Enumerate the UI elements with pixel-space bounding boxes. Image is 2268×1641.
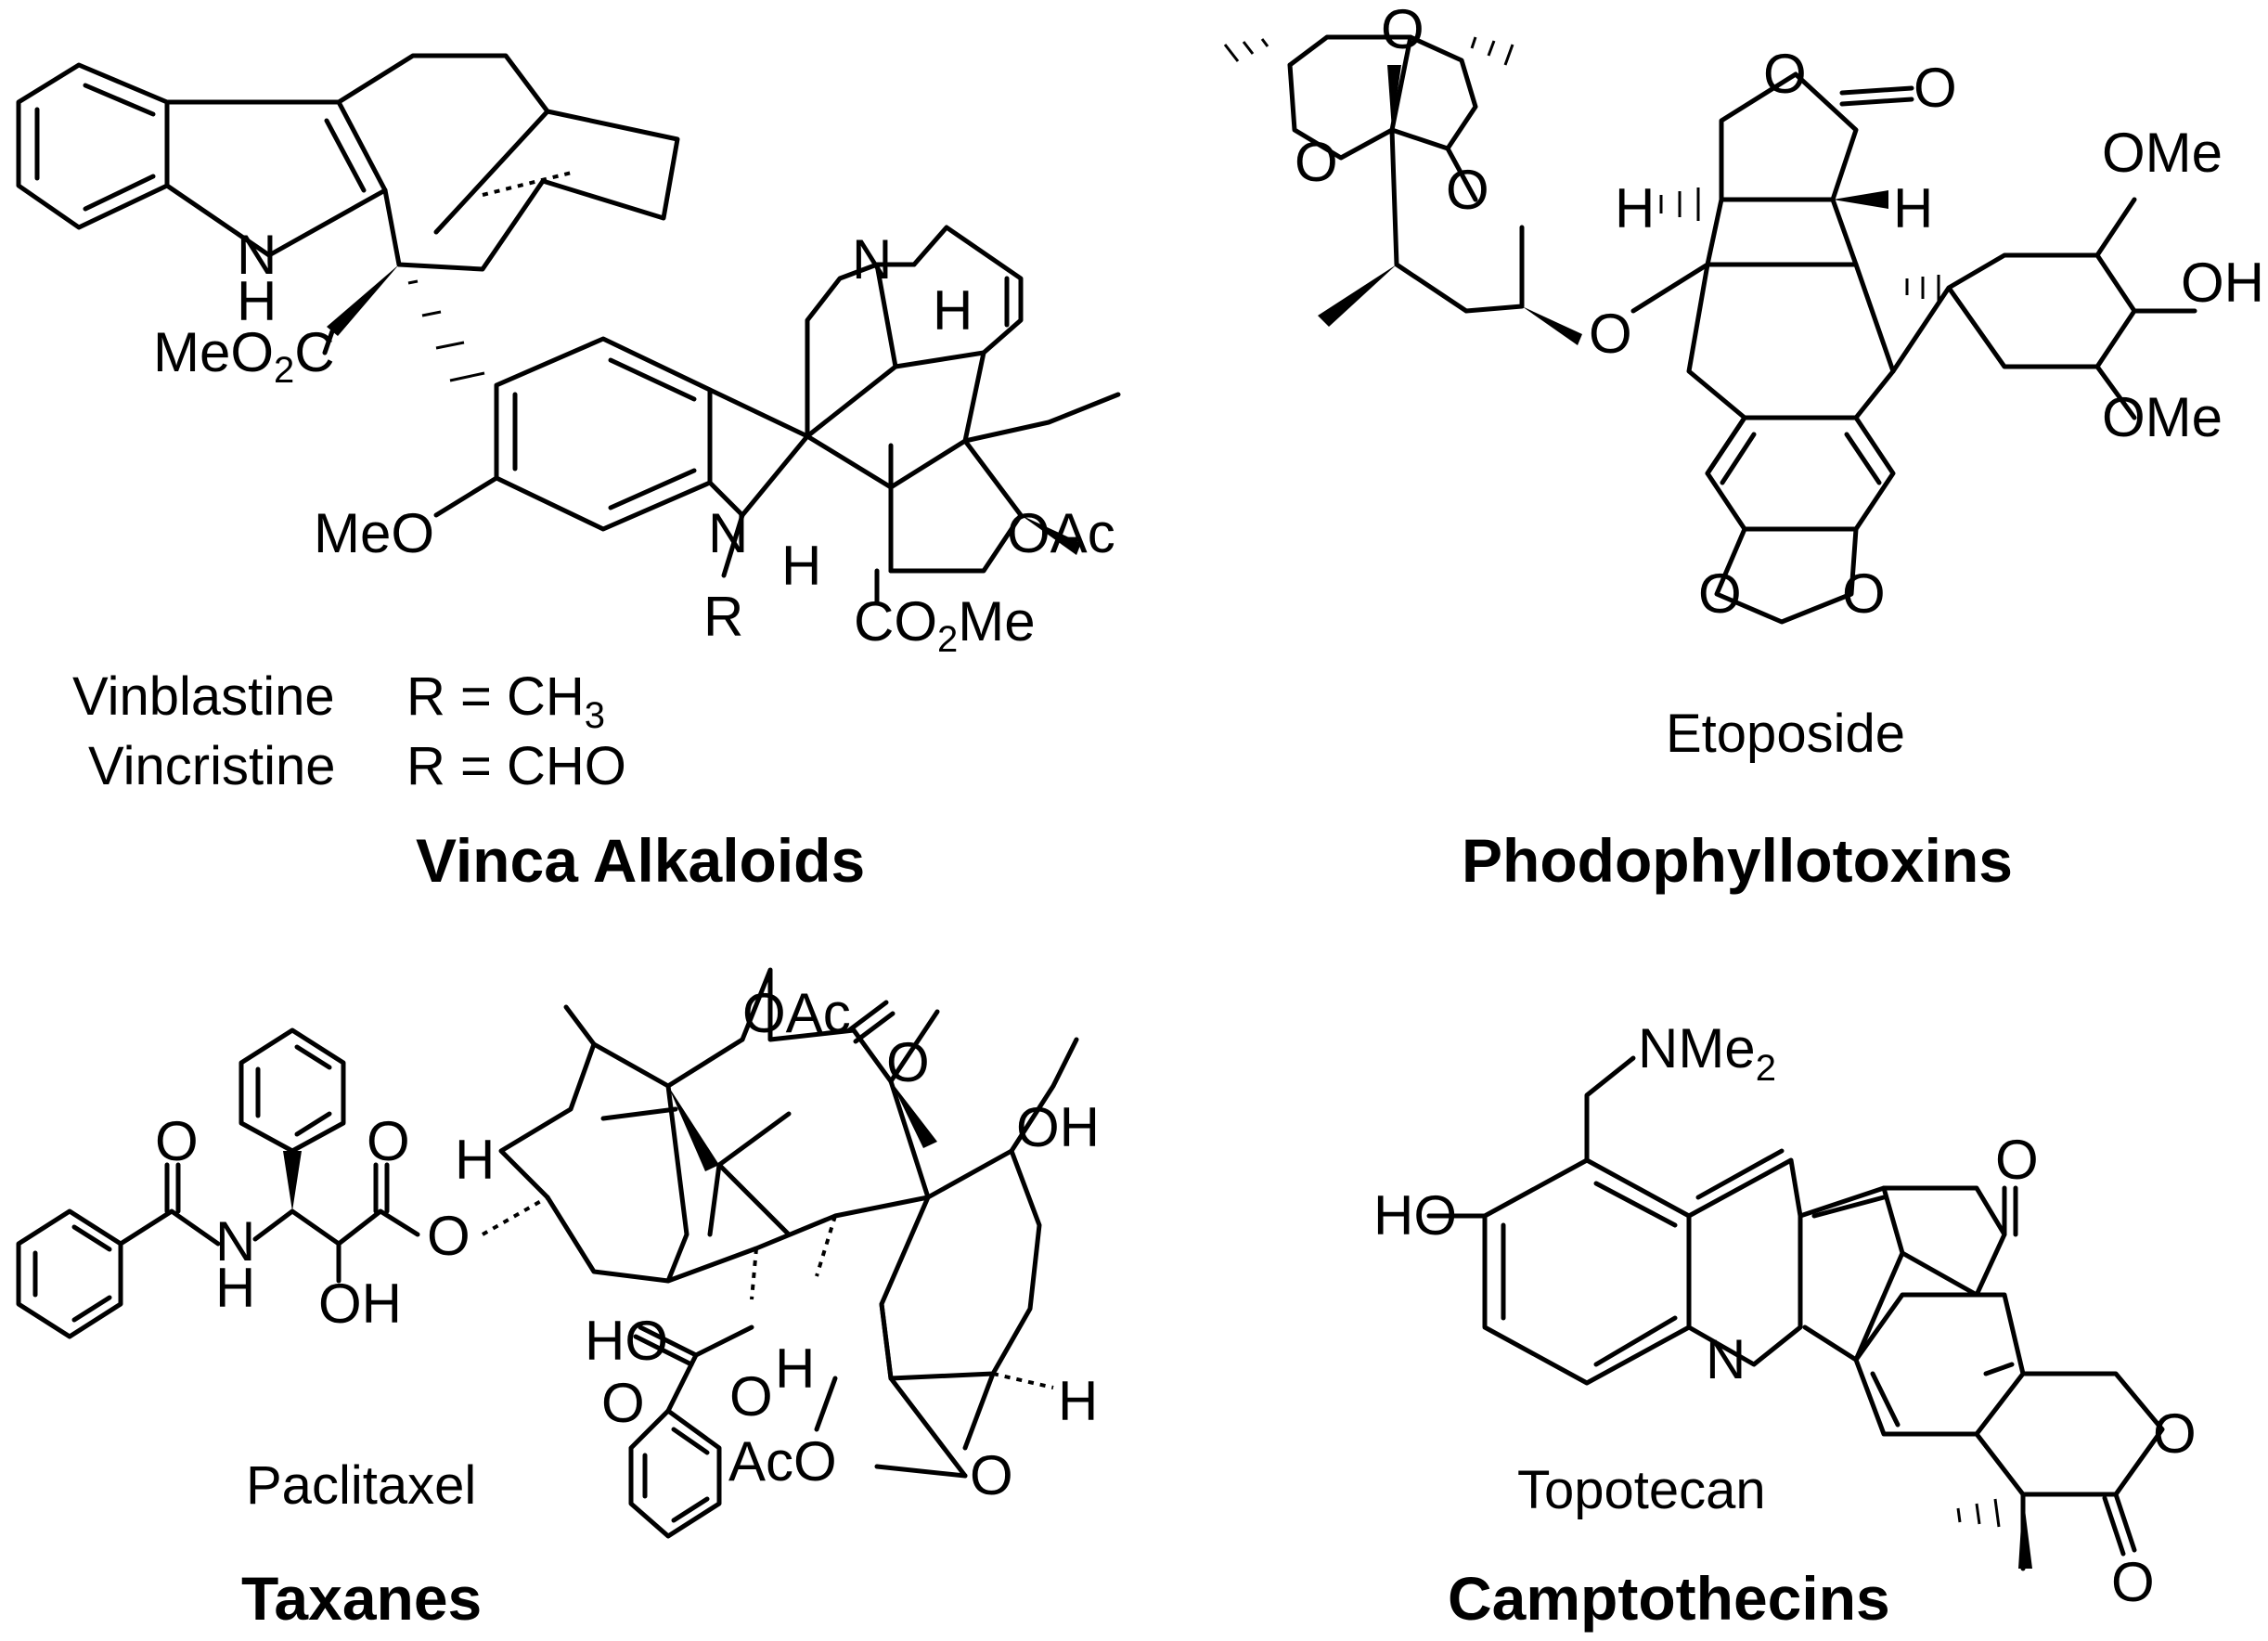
camptothecins-panel: NMe2 HO N O O O Topotecan Camptothecins [1373,1017,2197,1633]
atom-h-c13: H [455,1129,495,1191]
atom-o-ketone: O [1995,1129,2039,1191]
vinblastine-label: Vinblastine [72,666,335,727]
etoposide-atom-labels: O O O O O O H H OMe OH OMe O O [1295,0,2264,625]
etoposide-structure [1223,34,2197,625]
vinblastine-atom-labels: N H MeO2C MeO N H N R H OAc CO2Me [153,224,1115,660]
atom-n-indole: N [237,224,277,286]
atom-h-core: H [775,1337,815,1400]
atom-o1: O [1381,0,1424,60]
atom-o3: O [1446,159,1489,221]
vinblastine-formula: R = CH3 [406,666,605,736]
podophyllotoxins-panel: O O O O O O H H OMe OH OMe O O Etoposide… [1223,0,2264,895]
paclitaxel-atom-labels: O N H OH O O H OAc O OH HO H O O AcO O H [155,982,1100,1506]
paclitaxel-label: Paclitaxel [246,1455,476,1516]
topotecan-structure [1426,1055,2165,1571]
paclitaxel-structure [16,967,1079,1539]
taxanes-title: Taxanes [241,1564,482,1633]
atom-n-ring: N [852,228,892,291]
vinca-alkaloids-title: Vinca Alkaloids [416,826,865,895]
atom-meo: MeO [314,502,434,564]
atom-o-methylenedioxy-1: O [1698,562,1742,625]
vincristine-label: Vincristine [88,736,336,796]
atom-o-methylenedioxy-2: O [1842,562,1886,625]
vincristine-formula: R = CHO [406,736,626,796]
atom-oac-top: OAc [742,982,851,1044]
camptothecins-title: Camptothecins [1448,1564,1890,1633]
atom-h-left: H [1615,177,1655,239]
atom-meo2c: MeO2C [153,321,335,391]
atom-r: R [703,586,743,648]
atom-o-ketone: O [886,1031,930,1093]
podophyllotoxins-title: Phodophyllotoxins [1462,826,2013,895]
atom-o-lactone: O [2111,1551,2155,1613]
taxanes-panel: O N H OH O O H OAc O OH HO H O O AcO O H… [16,967,1100,1633]
vinblastine-structure [16,53,1121,606]
atom-oh-right: OH [1016,1096,1100,1158]
atom-o4: O [1589,303,1632,365]
atom-ho-core: HO [585,1310,668,1372]
atom-o2: O [1295,131,1338,193]
topotecan-atom-labels: NMe2 HO N O O O [1373,1017,2197,1613]
atom-h-bottom: H [781,535,821,597]
atom-oh-side: OH [318,1273,402,1335]
atom-h-indole: H [237,270,277,332]
atom-oac: OAc [1007,502,1115,564]
atom-h-right: H [1893,177,1933,239]
atom-o-lactone: O [1763,43,1807,105]
atom-h-oxetane: H [1058,1370,1098,1432]
atom-o-ring: O [2153,1402,2197,1465]
atom-nme2: NMe2 [1638,1017,1776,1089]
atom-n-r: N [708,502,748,564]
topotecan-label: Topotecan [1517,1460,1766,1520]
atom-ome-top: OMe [2102,122,2223,184]
atom-ome-bottom: OMe [2102,386,2223,448]
vinca-alkaloids-panel: N H MeO2C MeO N H N R H OAc CO2Me Vinbla… [16,53,1121,895]
atom-o-benzoate: O [729,1365,773,1428]
atom-o-amide: O [155,1110,199,1172]
atom-oh: OH [2181,252,2264,314]
atom-co2me: CO2Me [854,590,1036,660]
atom-o-link: O [427,1205,470,1267]
atom-o-ester: O [367,1110,410,1172]
atom-n-ring: N [1706,1328,1746,1390]
atom-o-benzoate-carbonyl: O [601,1372,645,1434]
atom-aco: AcO [728,1430,837,1492]
atom-ho: HO [1373,1184,1457,1247]
etoposide-label: Etoposide [1666,704,1905,764]
atom-h-amide: H [215,1257,255,1319]
atom-o-carbonyl: O [1914,57,1957,119]
atom-h-top: H [933,279,973,342]
atom-n-amide: N [215,1210,255,1273]
atom-o-oxetane: O [970,1444,1013,1506]
